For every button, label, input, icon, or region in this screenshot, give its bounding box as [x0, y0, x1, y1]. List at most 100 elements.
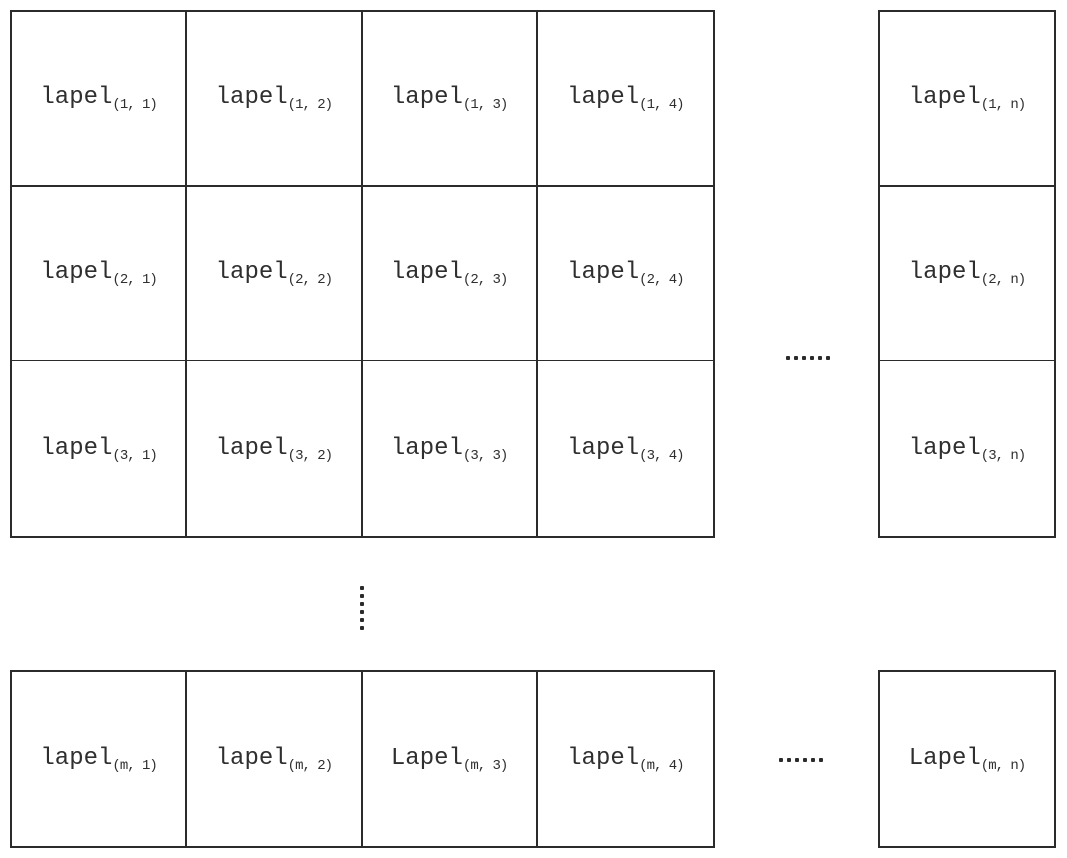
- cell-label-base: lapel: [390, 259, 463, 287]
- cell-label-subscript: (3, n): [980, 447, 1026, 464]
- cell-label: lapel(2, 2): [215, 259, 333, 289]
- cell-label-base: lapel: [40, 434, 113, 462]
- cell-label: lapel(2, 3): [390, 259, 508, 289]
- cell-label-subscript: (1, 1): [112, 97, 157, 114]
- grid-cell: lapel(2, n): [880, 187, 1054, 362]
- cell-label-base: lapel: [40, 259, 113, 287]
- grid-cell: lapel(1, 4): [537, 12, 713, 187]
- cell-label: lapel(m, 1): [40, 745, 157, 774]
- dot: [818, 356, 822, 360]
- cell-label: lapel(2, 4): [567, 259, 684, 289]
- cell-label-base: lapel: [567, 259, 640, 287]
- cell-label: Lapel(m, n): [908, 745, 1026, 774]
- cell-label-base: Lapel: [908, 745, 981, 772]
- cell-label: lapel(2, n): [908, 259, 1026, 289]
- cell-label: lapel(1, 4): [567, 84, 684, 114]
- cell-label-subscript: (3, 2): [287, 447, 333, 464]
- ellipsis-vertical-icon: [360, 586, 364, 630]
- grid-cell: lapel(m, 2): [187, 672, 363, 846]
- cell-label-base: Lapel: [390, 745, 463, 772]
- grid-cell: lapel(2, 2): [187, 186, 363, 362]
- dot: [811, 758, 815, 762]
- cell-label-base: lapel: [908, 84, 981, 112]
- cell-label-base: lapel: [390, 84, 463, 112]
- cell-label-subscript: (3, 3): [462, 447, 508, 464]
- cell-label-subscript: (3, 1): [112, 447, 157, 464]
- cell-label: lapel(1, 2): [215, 84, 333, 114]
- grid-cell: lapel(2, 3): [362, 186, 538, 362]
- right-column-grid: lapel(1, n)lapel(2, n)lapel(3, n): [878, 10, 1056, 538]
- dot: [794, 356, 798, 360]
- cell-label: lapel(3, n): [908, 434, 1026, 464]
- cell-label-subscript: (m, 1): [112, 758, 157, 774]
- dot: [360, 626, 364, 630]
- cell-label-subscript: (1, 4): [639, 97, 684, 114]
- grid-cell: lapel(3, 3): [363, 361, 538, 536]
- dot: [360, 586, 364, 590]
- cell-label-base: lapel: [40, 84, 113, 112]
- cell-label: lapel(3, 4): [567, 436, 684, 463]
- grid-cell: lapel(1, 2): [187, 12, 363, 187]
- cell-label: Lapel(m, 3): [390, 745, 508, 774]
- dot: [360, 610, 364, 614]
- cell-label-base: lapel: [215, 84, 288, 112]
- cell-label-subscript: (2, n): [980, 272, 1026, 289]
- grid-cell: lapel(m, 4): [538, 672, 713, 846]
- grid-cell: lapel(3, 2): [187, 361, 363, 536]
- cell-label: lapel(m, 2): [215, 745, 333, 774]
- bottom-right-cell-box: Lapel(m, n): [878, 670, 1056, 848]
- dot: [787, 758, 791, 762]
- cell-label-base: lapel: [40, 745, 113, 772]
- grid-cell: lapel(2, 4): [537, 187, 713, 362]
- dot: [360, 602, 364, 606]
- cell-label-base: lapel: [215, 434, 288, 462]
- grid-cell: Lapel(m, 3): [363, 672, 538, 846]
- cell-label: lapel(1, n): [908, 84, 1026, 114]
- dot: [802, 356, 806, 360]
- cell-label-base: lapel: [908, 434, 981, 462]
- ellipsis-horizontal-bottom-icon: [779, 758, 823, 762]
- cell-label-base: lapel: [390, 434, 463, 462]
- cell-label-subscript: (2, 1): [112, 272, 157, 289]
- grid-cell: lapel(1, 3): [362, 12, 538, 187]
- grid-cell: lapel(3, 4): [538, 361, 713, 536]
- dot: [819, 758, 823, 762]
- cell-label-subscript: (2, 3): [462, 272, 508, 289]
- cell-label-subscript: (m, 4): [639, 758, 684, 774]
- cell-label-subscript: (1, 2): [287, 97, 333, 114]
- cell-label-subscript: (m, 2): [287, 758, 333, 774]
- cell-label-subscript: (m, 3): [462, 758, 508, 774]
- dot: [826, 356, 830, 360]
- grid-cell: Lapel(m, n): [880, 672, 1054, 846]
- cell-label-subscript: (2, 4): [639, 272, 684, 289]
- cell-label-base: lapel: [567, 84, 640, 112]
- grid-cell: lapel(1, n): [880, 12, 1054, 187]
- cell-label: lapel(1, 1): [40, 84, 157, 114]
- cell-label-subscript: (m, n): [980, 758, 1026, 774]
- cell-label-base: lapel: [908, 259, 981, 287]
- cell-label-subscript: (1, 3): [462, 97, 508, 114]
- grid-cell: lapel(3, n): [880, 361, 1054, 536]
- main-grid: lapel(1, 1)lapel(1, 2)lapel(1, 3)lapel(1…: [10, 10, 715, 538]
- cell-label-base: lapel: [215, 745, 288, 772]
- grid-cell: lapel(1, 1): [12, 12, 188, 187]
- cell-label: lapel(3, 2): [215, 434, 333, 464]
- dot: [779, 758, 783, 762]
- ellipsis-horizontal-mid-icon: [786, 356, 830, 360]
- dot: [795, 758, 799, 762]
- bottom-row-grid: lapel(m, 1)lapel(m, 2)Lapel(m, 3)lapel(m…: [10, 670, 715, 848]
- cell-label: lapel(3, 3): [390, 434, 508, 464]
- dot: [810, 356, 814, 360]
- dot: [360, 618, 364, 622]
- cell-label-subscript: (1, n): [980, 97, 1026, 114]
- grid-cell: lapel(m, 1): [12, 672, 188, 846]
- cell-label-subscript: (2, 2): [287, 272, 333, 289]
- dot: [803, 758, 807, 762]
- cell-label: lapel(m, 4): [567, 745, 684, 774]
- grid-cell: lapel(3, 1): [12, 361, 188, 536]
- grid-cell: lapel(2, 1): [12, 186, 188, 362]
- cell-label: lapel(3, 1): [40, 434, 157, 464]
- cell-label-base: lapel: [567, 745, 640, 772]
- dot: [786, 356, 790, 360]
- cell-label-base: lapel: [215, 259, 288, 287]
